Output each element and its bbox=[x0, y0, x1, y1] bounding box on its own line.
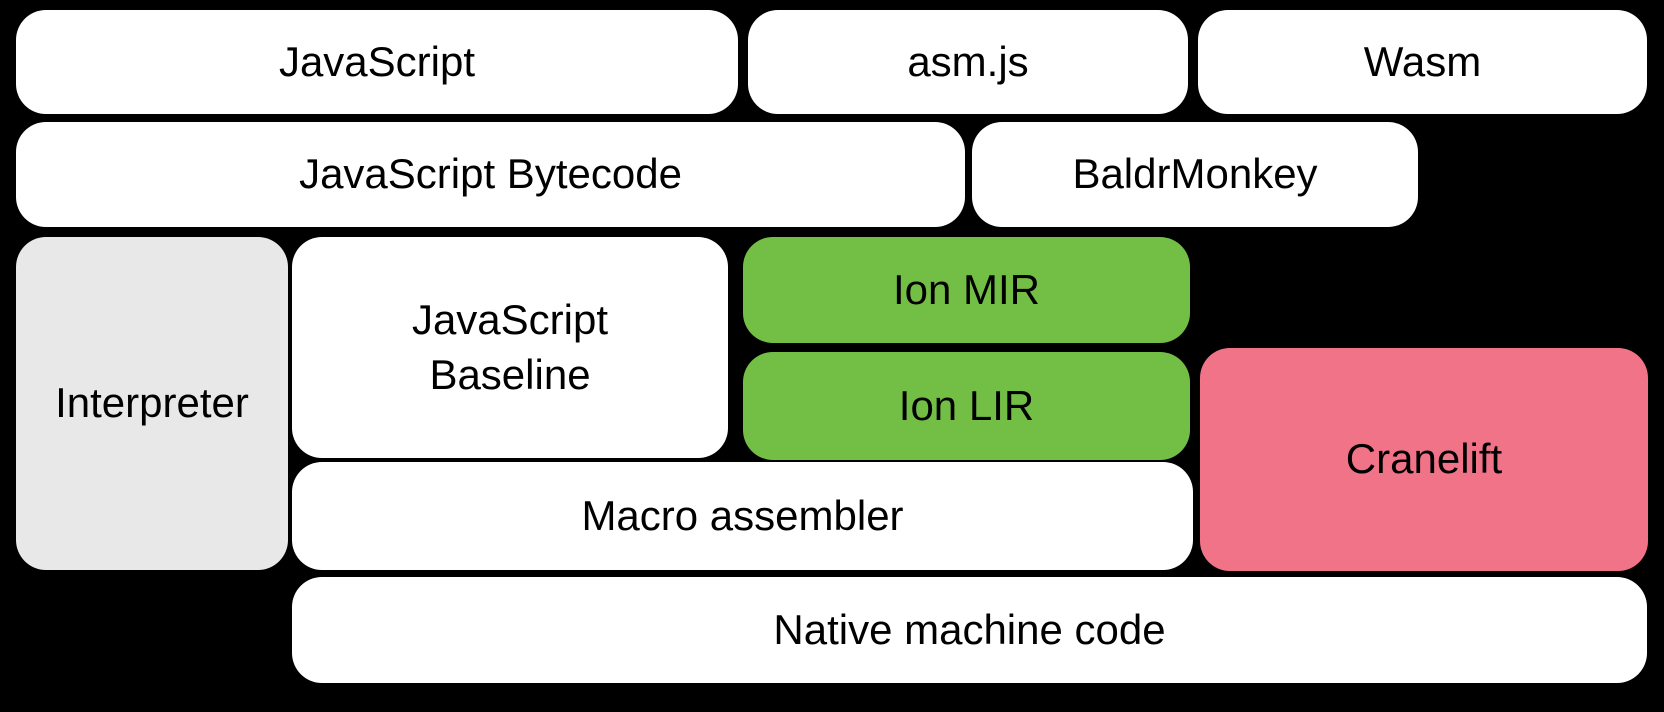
box-macro-assembler: Macro assembler bbox=[292, 462, 1193, 570]
box-javascript-bytecode: JavaScript Bytecode bbox=[16, 122, 965, 227]
box-wasm: Wasm bbox=[1198, 10, 1647, 114]
box-asmjs: asm.js bbox=[748, 10, 1188, 114]
box-ion-lir: Ion LIR bbox=[743, 352, 1190, 460]
box-javascript: JavaScript bbox=[16, 10, 738, 114]
box-javascript-baseline: JavaScript Baseline bbox=[292, 237, 728, 458]
box-baldrmonkey: BaldrMonkey bbox=[972, 122, 1418, 227]
box-cranelift: Cranelift bbox=[1200, 348, 1648, 571]
box-interpreter: Interpreter bbox=[16, 237, 288, 570]
box-ion-mir: Ion MIR bbox=[743, 237, 1190, 343]
box-native-machine-code: Native machine code bbox=[292, 577, 1647, 683]
